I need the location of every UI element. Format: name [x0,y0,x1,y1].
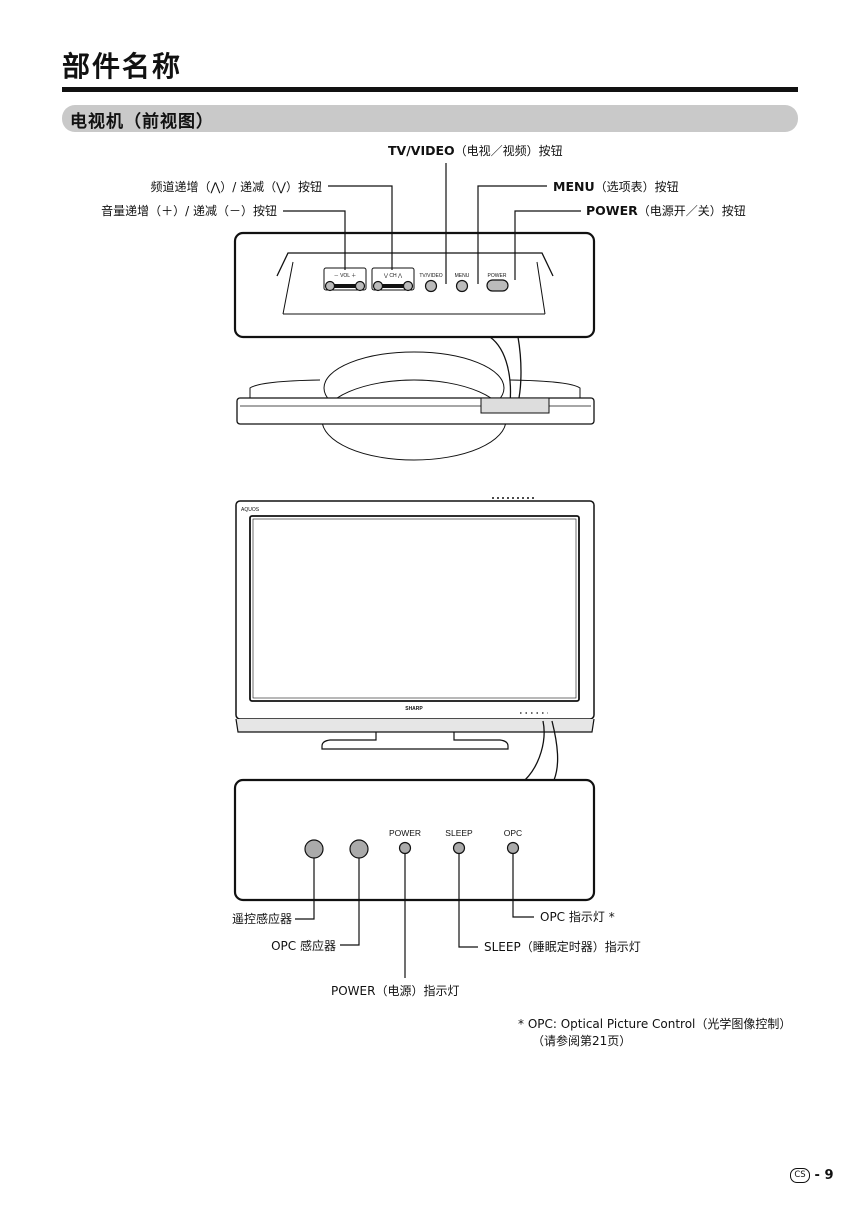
panel-top-edge [276,252,554,277]
power-indicator [398,841,412,855]
vol-group-box [323,267,367,291]
tv-bottom-bezel [235,718,595,733]
footnote: * OPC: Optical Picture Control（光学图像控制） （… [518,1016,791,1050]
button-zoom-panel [233,231,596,339]
menu-leader [477,185,547,284]
opc-indicator-leader [512,854,534,918]
title-rule [62,87,798,92]
tv-video-callout: TV/VIDEO（电视／视频）按钮 [388,143,563,159]
volume-callout: 音量递增（＋）/ 递减（－）按钮 [101,204,277,218]
vol-down-button [324,280,336,292]
top-view-button-strip [480,397,550,414]
section-title: 电视机（前视图） [70,112,214,132]
tv-stand [321,732,509,750]
remote-sensor-callout: 遥控感应器 [231,912,292,926]
tv-screen [249,515,580,702]
ch-mark: ⋁ CH ⋀ [383,273,403,279]
opc-indicator-callout: OPC 指示灯 * [540,910,615,924]
power-button [486,279,509,292]
power-callout: POWER（电源开／关）按钮 [586,203,746,219]
channel-callout: 频道递增（⋀）/ 递减（⋁）按钮 [150,180,322,194]
menu-mark: MENU [455,273,470,279]
opc-sensor [349,839,369,859]
sleep-indicator-leader [458,854,478,948]
vol-up-button [354,280,366,292]
tv-video-mark: TV/VIDEO [419,273,442,279]
opc-sensor-callout: OPC 感应器 [271,939,336,953]
page-number: CS - 9 [790,1168,834,1183]
page-title: 部件名称 [62,50,183,83]
panel-sleep-label: SLEEP [445,828,473,838]
power-mark: POWER [488,273,507,279]
ch-down-button [372,280,384,292]
sleep-indicator-callout: SLEEP（睡眠定时器）指示灯 [484,940,641,954]
panel-power-label: POWER [389,828,421,838]
remote-sensor [304,839,324,859]
vol-mark: － VOL ＋ [334,273,357,279]
sleep-indicator [452,841,466,855]
tv-video-button [424,279,438,293]
remote-sensor-leader [295,858,315,920]
indicator-zoom-panel [233,778,596,902]
footnote-line-2: （请参阅第21页） [532,1034,632,1048]
tv-front-frame [235,500,595,720]
volume-leader [283,210,346,270]
cs-badge: CS [790,1168,810,1183]
sharp-logo: SHARP [405,706,423,712]
panel-opc-label: OPC [504,828,522,838]
opc-indicator [506,841,520,855]
aquos-logo: AQUOS [241,507,260,513]
menu-button [455,279,469,293]
power-indicator-callout: POWER（电源）指示灯 [331,984,460,998]
menu-callout: MENU（选项表）按钮 [553,179,679,195]
opc-sensor-leader [340,858,360,946]
ch-group-box [371,267,415,291]
channel-leader [328,185,393,270]
section-bar [62,105,798,132]
ch-up-button [402,280,414,292]
power-leader [514,210,581,280]
footnote-line-1: * OPC: Optical Picture Control（光学图像控制） [518,1017,792,1031]
